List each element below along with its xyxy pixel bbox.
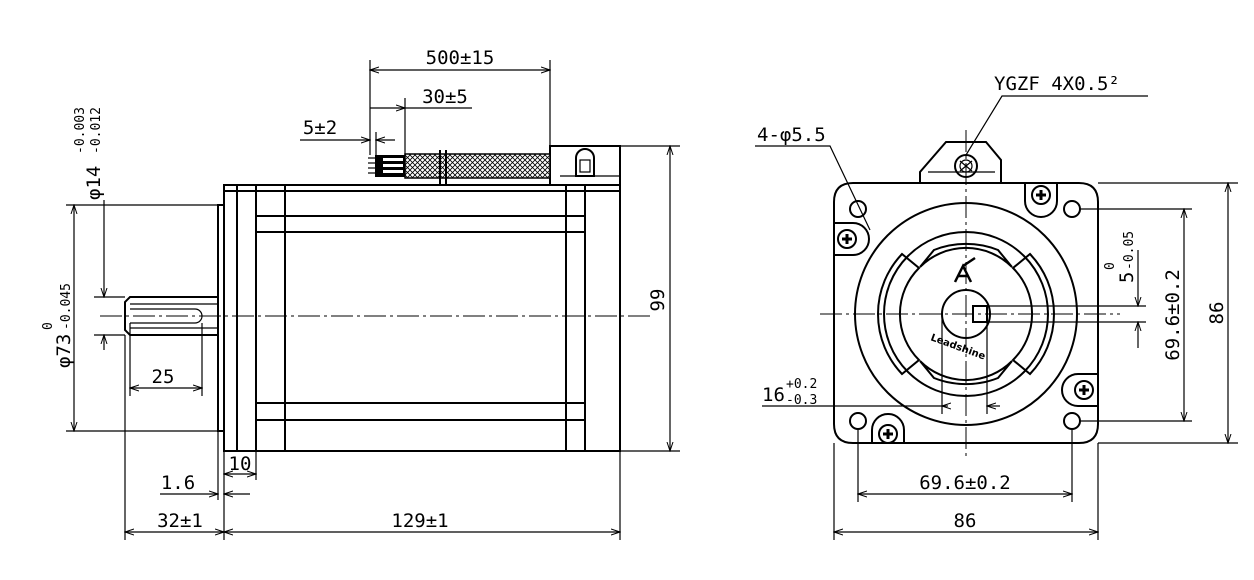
shaft [124, 296, 218, 336]
hole-pitch-horizontal-label: 69.6±0.2 [919, 472, 1011, 494]
hole-pitch-vertical-label: 69.6±0.2 [1162, 269, 1184, 361]
dim-strip-length: 30±5 [370, 86, 472, 155]
frame-height-label: 86 [1206, 302, 1228, 325]
wire-end-label: 5±2 [303, 117, 337, 139]
frame-width-label: 86 [954, 510, 977, 532]
front-frame [833, 182, 1099, 444]
dim-spigot-diameter: φ73 0 -0.045 [41, 205, 218, 431]
dim-flange-thickness: 10 [224, 451, 256, 480]
dim-flange-step: 1.6 [160, 431, 250, 540]
dim-body-length: 129±1 [224, 451, 620, 540]
motor-body-side [223, 184, 621, 452]
cable-gland [919, 141, 1002, 183]
cable-length-label: 500±15 [426, 47, 495, 69]
flat-tol-lower: -0.3 [786, 393, 817, 408]
side-view: 500±15 30±5 5±2 φ14 -0.003 -0.012 [41, 47, 680, 540]
spigot-tol-upper: 0 [41, 322, 56, 330]
key-length-label: 25 [152, 366, 175, 388]
dim-frame-width: 86 [834, 443, 1098, 540]
front-view: Leadshine YGZF 4X0.5² 4-φ5.5 16 +0.2 -0.… [755, 73, 1238, 540]
body-height-label: 99 [647, 289, 669, 312]
dim-hole-pitch-vertical: 69.6±0.2 [1080, 209, 1192, 421]
dim-key-width: 5 0 -0.05 [987, 231, 1146, 348]
body-length-label: 129±1 [391, 510, 448, 532]
spigot-diameter-label: φ73 [53, 334, 75, 368]
dim-wire-end: 5±2 [300, 117, 395, 155]
dim-frame-height: 86 [1098, 183, 1238, 443]
dim-flat-size: 16 +0.2 -0.3 [762, 314, 1000, 414]
cable [368, 150, 551, 184]
dim-shaft-diameter: φ14 -0.003 -0.012 [73, 107, 125, 350]
dim-body-height: 99 [620, 146, 680, 451]
key-tol-upper: 0 [1103, 262, 1118, 270]
flange-spigot [217, 204, 225, 432]
dim-shaft-length: 32±1 [125, 335, 224, 540]
screw-heads [834, 183, 1098, 444]
leader-mount-holes: 4-φ5.5 [755, 124, 871, 231]
shaft-tol-lower: -0.012 [89, 107, 104, 154]
flange-step-label: 1.6 [161, 472, 195, 494]
shaft-diameter-label: φ14 [83, 166, 105, 200]
flat-tol-upper: +0.2 [786, 377, 817, 392]
strip-length-label: 30±5 [422, 86, 468, 108]
cable-outlet [549, 145, 621, 186]
flat-size-label: 16 [762, 384, 785, 406]
leader-cable-spec: YGZF 4X0.5² [965, 73, 1148, 156]
mounting-holes [849, 200, 1081, 430]
key-tol-lower: -0.05 [1122, 231, 1137, 270]
dim-hole-pitch-horizontal: 69.6±0.2 [858, 429, 1072, 502]
cable-spec-label: YGZF 4X0.5² [994, 73, 1120, 95]
dim-key-length: 25 [130, 323, 202, 396]
spigot-tol-lower: -0.045 [59, 283, 74, 330]
key-width-label: 5 [1116, 272, 1138, 283]
mount-holes-label: 4-φ5.5 [757, 124, 826, 146]
shaft-length-label: 32±1 [157, 510, 203, 532]
flange-thickness-label: 10 [229, 453, 252, 475]
shaft-tol-upper: -0.003 [73, 107, 88, 154]
